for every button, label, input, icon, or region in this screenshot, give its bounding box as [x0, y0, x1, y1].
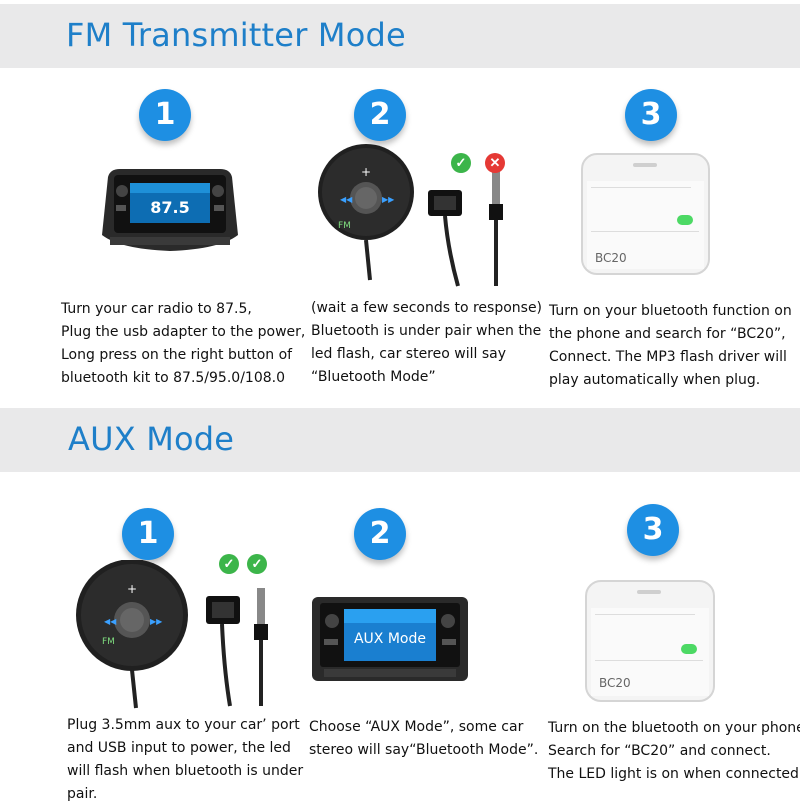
step-badge: 1: [139, 89, 191, 141]
step-badge: 3: [627, 504, 679, 556]
svg-text:◀◀: ◀◀: [104, 617, 117, 626]
volume-up-label: +: [127, 582, 137, 596]
fm-section-banner: FM Transmitter Mode: [0, 4, 800, 68]
device-name-label: BC20: [599, 676, 631, 690]
phone-bluetooth-image: BC20: [581, 153, 710, 275]
cross-icon: ✕: [485, 153, 505, 173]
svg-text:▶▶: ▶▶: [150, 617, 163, 626]
step-2-description: Choose “AUX Mode”, some car stereo will …: [309, 719, 539, 758]
check-icon: ✓: [451, 153, 471, 173]
car-stereo-aux-image: AUX Mode: [312, 597, 468, 681]
bluetooth-transmitter-image: + FM ◀◀ ▶▶: [318, 144, 503, 287]
step-3-description: Turn on the bluetooth on your phone, Sea…: [548, 720, 800, 782]
svg-text:▶▶: ▶▶: [382, 195, 395, 204]
step-2-description: (wait a few seconds to response) Bluetoo…: [311, 300, 543, 385]
fm-label: FM: [338, 221, 351, 231]
check-icon: ✓: [247, 554, 267, 574]
fm-label: FM: [102, 637, 115, 647]
radio-frequency-display: 87.5: [150, 198, 189, 217]
step-badge: 1: [122, 508, 174, 560]
step-1-description: Turn your car radio to 87.5, Plug the us…: [61, 301, 306, 386]
aux-section-banner: AUX Mode: [0, 408, 800, 472]
check-icon: ✓: [219, 554, 239, 574]
step-3-description: Turn on your bluetooth function on the p…: [549, 303, 792, 388]
car-radio-image: 87.5: [102, 169, 238, 251]
svg-text:◀◀: ◀◀: [340, 195, 353, 204]
section-title: FM Transmitter Mode: [66, 16, 406, 54]
aux-mode-display: AUX Mode: [354, 631, 426, 647]
device-name-label: BC20: [595, 251, 627, 265]
step-1-description: Plug 3.5mm aux to your car’ port and USB…: [67, 717, 304, 802]
volume-up-label: +: [361, 165, 371, 179]
step-badge: 2: [354, 89, 406, 141]
section-title: AUX Mode: [68, 420, 235, 458]
step-badge: 3: [625, 89, 677, 141]
bluetooth-transmitter-image: + FM ◀◀ ▶▶: [76, 560, 268, 709]
step-badge: 2: [354, 508, 406, 560]
phone-bluetooth-image: BC20: [585, 580, 715, 702]
